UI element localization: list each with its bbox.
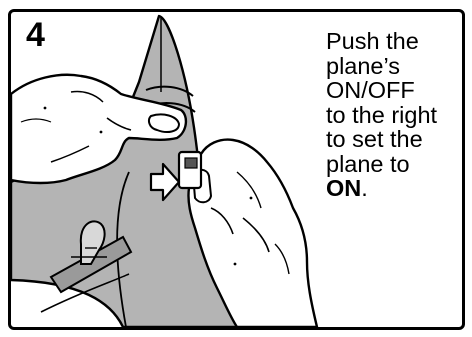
instruction-line: Push the [326, 29, 465, 54]
instruction-text: Push the plane’s ON/OFF to the right to … [326, 29, 465, 201]
step-number: 4 [26, 15, 45, 55]
instruction-panel: 4 Push the plane’s ON/OFF to the right t… [8, 9, 465, 330]
instruction-line: to set the [326, 127, 465, 152]
instruction-emphasis: ON [326, 175, 361, 201]
instruction-last-line: ON. [326, 176, 465, 201]
instruction-line: plane to [326, 152, 465, 177]
instruction-line: to the right [326, 103, 465, 128]
power-switch-icon [179, 152, 201, 188]
instruction-suffix: . [361, 175, 368, 201]
instruction-line: plane’s [326, 54, 465, 79]
instruction-line: ON/OFF [326, 78, 465, 103]
